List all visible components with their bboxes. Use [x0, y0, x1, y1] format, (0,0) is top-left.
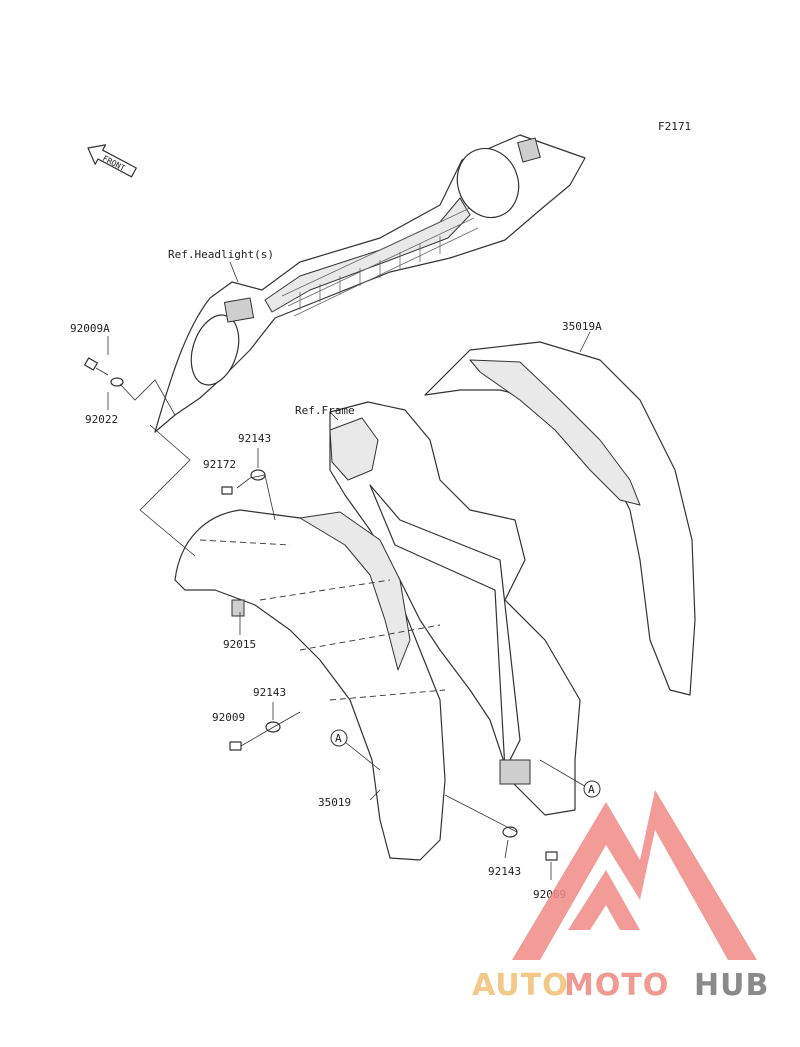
watermark-auto: AUTO — [472, 968, 569, 1003]
leader-lines — [107, 261, 591, 880]
part-92143-mid-label: 92143 — [253, 686, 286, 699]
part-35019-label: 35019 — [318, 796, 351, 809]
reference-mark-a-right: A — [583, 780, 601, 798]
part-92143-top-label: 92143 — [238, 432, 271, 445]
figure-code: F2171 — [658, 120, 691, 133]
part-92143-bot-label: 92143 — [488, 865, 521, 878]
bolt-92009-bot-icon — [545, 851, 558, 861]
part-92009-left-label: 92009 — [212, 711, 245, 724]
reference-mark-a-left-text: A — [335, 732, 342, 745]
front-arrow-icon: FRONT — [87, 144, 137, 178]
inner-fender-35019a — [424, 341, 696, 696]
bolt-92009-left-icon — [229, 741, 242, 751]
reference-mark-a-right-text: A — [588, 783, 595, 796]
reference-mark-a-left: A — [330, 729, 348, 747]
ref-headlight-label: Ref.Headlight(s) — [168, 248, 274, 261]
part-92022-label: 92022 — [85, 413, 118, 426]
part-92172-label: 92172 — [203, 458, 236, 471]
watermark-logo-icon — [512, 790, 757, 960]
part-92015-label: 92015 — [223, 638, 256, 651]
bolt-92172-icon — [221, 486, 233, 495]
bolt-92009a-icon — [84, 357, 109, 376]
watermark-moto: MOTO — [564, 968, 669, 1003]
washer-92143-top-icon — [250, 469, 266, 481]
ref-frame-label: Ref.Frame — [295, 404, 355, 417]
watermark-text: AUTO MOTO HUB — [472, 968, 769, 1003]
watermark-hub: HUB — [694, 968, 769, 1003]
part-92009a-label: 92009A — [70, 322, 110, 335]
main-fender-35019 — [174, 509, 446, 861]
front-cowl-part — [154, 134, 586, 433]
part-35019a-label: 35019A — [562, 320, 602, 333]
